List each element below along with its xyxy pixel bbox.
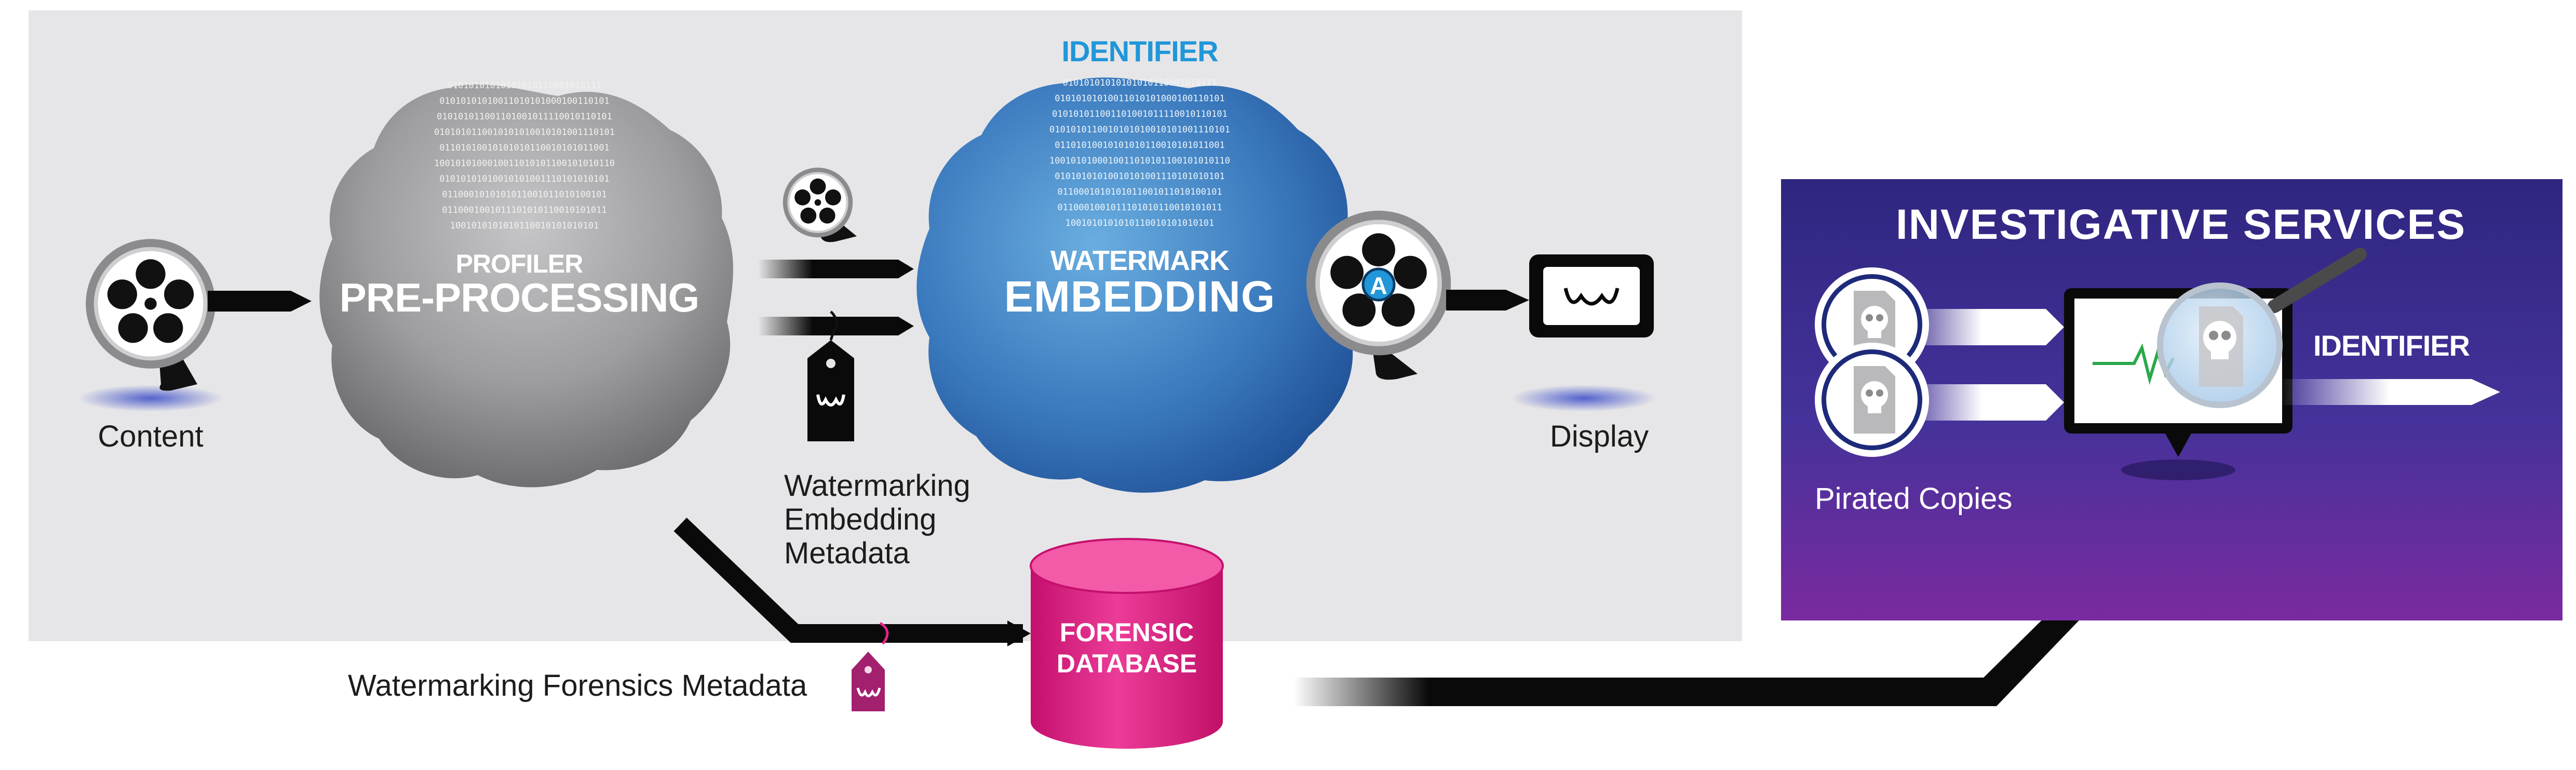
pirated-label: Pirated Copies bbox=[1815, 482, 2012, 516]
svg-text:010101011001101001011110010110: 010101011001101001011110010110101 bbox=[437, 112, 612, 122]
svg-text:011000101010101100101101010010: 0110001010101011001011010100101 bbox=[442, 190, 606, 200]
svg-text:01010101010101010110001010111: 01010101010101010110001010111 bbox=[1063, 78, 1217, 88]
arrow-embedding-to-display bbox=[1446, 290, 1529, 310]
svg-text:010101011001010101001010100111: 0101010110010101010010101001110101 bbox=[1049, 125, 1230, 135]
investigative-label: INVESTIGATIVE SERVICES bbox=[1896, 201, 2466, 248]
svg-text:011000101010101100101101010010: 0110001010101011001011010100101 bbox=[1057, 187, 1222, 197]
profiler-blob bbox=[319, 84, 733, 488]
svg-text:1001010101010110010101010101: 1001010101010110010101010101 bbox=[450, 221, 599, 231]
svg-text:010101010100110101010001001101: 01010101010011010101000100110101 bbox=[1055, 93, 1225, 104]
display-label: Display bbox=[1550, 420, 1649, 453]
badge-letter: A bbox=[1370, 272, 1387, 299]
wm-embed-meta-line3: Metadata bbox=[784, 536, 910, 570]
forensic-db-line1: FORENSIC bbox=[1060, 618, 1194, 647]
wm-embed-meta-line2: Embedding bbox=[784, 503, 936, 536]
svg-text:011000100101110101011001010101: 0110001001011101010110010101011 bbox=[442, 205, 606, 215]
svg-text:100101010001001101010110010101: 1001010100010011010101100101010110 bbox=[1049, 156, 1230, 166]
watermark-blob bbox=[916, 77, 1360, 493]
pre-processing-label: PRE-PROCESSING bbox=[340, 275, 699, 320]
arrow-content-to-profiler bbox=[208, 291, 312, 312]
identifier-top-label: IDENTIFIER bbox=[1061, 35, 1218, 67]
forensic-path-arrow bbox=[673, 517, 1023, 643]
pirated-copy-2 bbox=[1815, 343, 2064, 457]
forensic-db-line2: DATABASE bbox=[1057, 649, 1197, 678]
svg-text:010101010100101010011101010101: 01010101010010101001110101010101 bbox=[1055, 171, 1225, 182]
embedding-label: EMBEDDING bbox=[1004, 272, 1275, 321]
svg-text:010101010100101010011101010101: 01010101010010101001110101010101 bbox=[439, 174, 610, 184]
content-reel-icon bbox=[78, 239, 223, 412]
profiler-label: PROFILER bbox=[456, 249, 584, 278]
arrow-identifier-out bbox=[2280, 379, 2500, 405]
small-reel-icon bbox=[783, 167, 857, 242]
wm-forensics-meta-label: Watermarking Forensics Metadata bbox=[348, 669, 807, 703]
svg-text:010101010100110101010001001101: 01010101010011010101000100110101 bbox=[439, 96, 610, 106]
forensic-database-icon bbox=[1030, 538, 1224, 749]
watermark-binary: 01010101010101010110001010111 0101010101… bbox=[1049, 78, 1230, 228]
magnifier-icon bbox=[2157, 248, 2367, 408]
content-label: Content bbox=[98, 420, 203, 453]
identifier-right-label: IDENTIFIER bbox=[2313, 329, 2470, 362]
arrow-profiler-to-embedding-1 bbox=[758, 260, 914, 278]
wm-embed-meta-line1: Watermarking bbox=[784, 469, 970, 503]
profiler-binary: 01010101010101010110001010111 0101010101… bbox=[434, 80, 615, 231]
svg-text:1001010101010110010101010101: 1001010101010110010101010101 bbox=[1066, 218, 1215, 228]
svg-text:010101011001101001011110010110: 010101011001101001011110010110101 bbox=[1052, 109, 1228, 119]
db-to-investigative-path bbox=[1293, 498, 2196, 706]
svg-text:011000100101110101011001010101: 0110001001011101010110010101011 bbox=[1057, 202, 1222, 213]
svg-text:100101010001001101010110010101: 1001010100010011010101100101010110 bbox=[434, 158, 615, 169]
svg-text:011010100101010101100101010110: 01101010010101010110010101011001 bbox=[439, 143, 610, 153]
display-icon bbox=[1511, 254, 1656, 412]
forensic-tag-icon bbox=[852, 622, 889, 711]
watermark-label: WATERMARK bbox=[1050, 245, 1230, 276]
svg-text:010101011001010101001010100111: 0101010110010101010010101001110101 bbox=[434, 127, 615, 138]
watermarked-reel-icon bbox=[1306, 210, 1451, 380]
metadata-tag-icon bbox=[807, 310, 854, 441]
svg-text:011010100101010101100101010110: 01101010010101010110010101011001 bbox=[1055, 140, 1225, 151]
svg-text:01010101010101010110001010111: 01010101010101010110001010111 bbox=[448, 80, 602, 91]
